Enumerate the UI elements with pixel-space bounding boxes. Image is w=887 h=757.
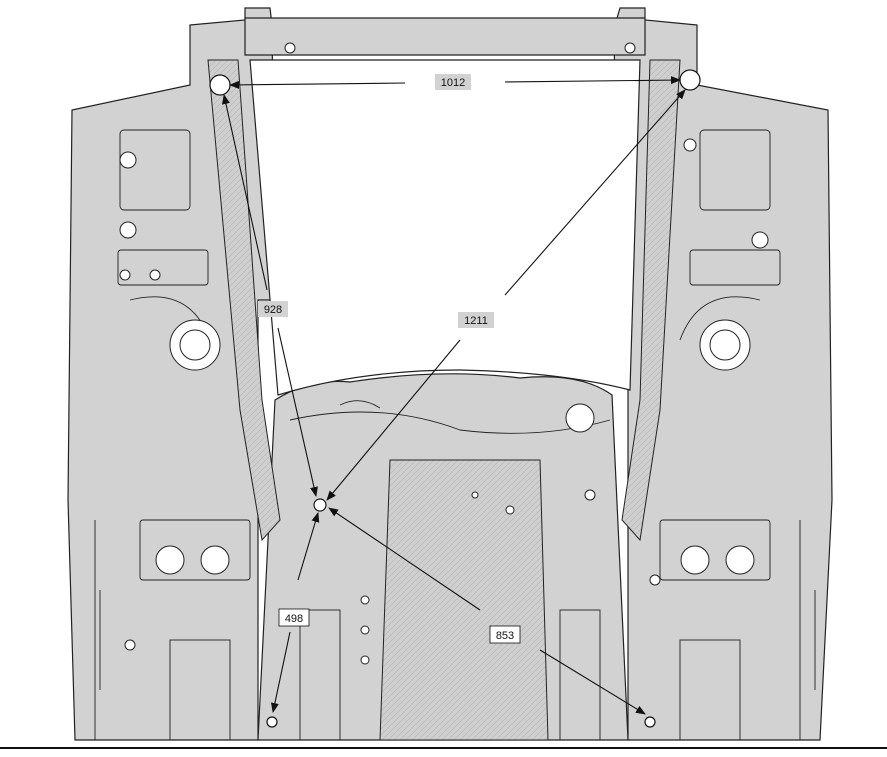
front-cross-member	[244, 17, 646, 56]
dim-line-928-upper	[222, 94, 268, 291]
label-928: 928	[258, 301, 288, 317]
ref-point-front-left	[209, 74, 231, 96]
frame-rails	[207, 59, 681, 741]
label-853-text: 853	[496, 630, 514, 642]
engine-bay-opening	[249, 59, 641, 396]
ref-point-front-right	[679, 69, 701, 91]
dim-line-928-lower	[277, 327, 318, 497]
ref-point-center	[313, 498, 327, 512]
label-1012-text: 1012	[441, 77, 465, 89]
label-1211: 1211	[458, 312, 494, 328]
dim-line-1012-right	[504, 76, 681, 85]
dim-line-1211-lower	[326, 339, 461, 501]
structural-details	[94, 129, 816, 741]
center-tunnel	[379, 459, 549, 741]
dim-line-498-upper	[297, 512, 320, 581]
dim-line-498-lower	[270, 631, 291, 713]
label-928-text: 928	[264, 304, 282, 316]
left-frame-rail	[207, 59, 281, 542]
dimension-labels: 1012 928 1211 498 853	[258, 74, 521, 644]
ref-point-rear-right	[644, 716, 656, 728]
dimension-lines	[222, 76, 686, 715]
right-frame-rail	[621, 59, 681, 542]
label-498: 498	[278, 608, 310, 627]
ref-point-rear-left	[266, 716, 278, 728]
label-853: 853	[489, 625, 521, 644]
label-498-text: 498	[285, 613, 303, 625]
dim-line-1012-left	[229, 80, 406, 89]
mount-holes	[119, 42, 769, 665]
dim-line-853-lower	[539, 649, 646, 715]
dim-line-853-upper	[328, 507, 481, 611]
label-1012: 1012	[435, 74, 471, 90]
label-1211-text: 1211	[464, 315, 488, 327]
reference-points	[209, 69, 701, 728]
dim-line-1211-upper	[504, 89, 686, 296]
